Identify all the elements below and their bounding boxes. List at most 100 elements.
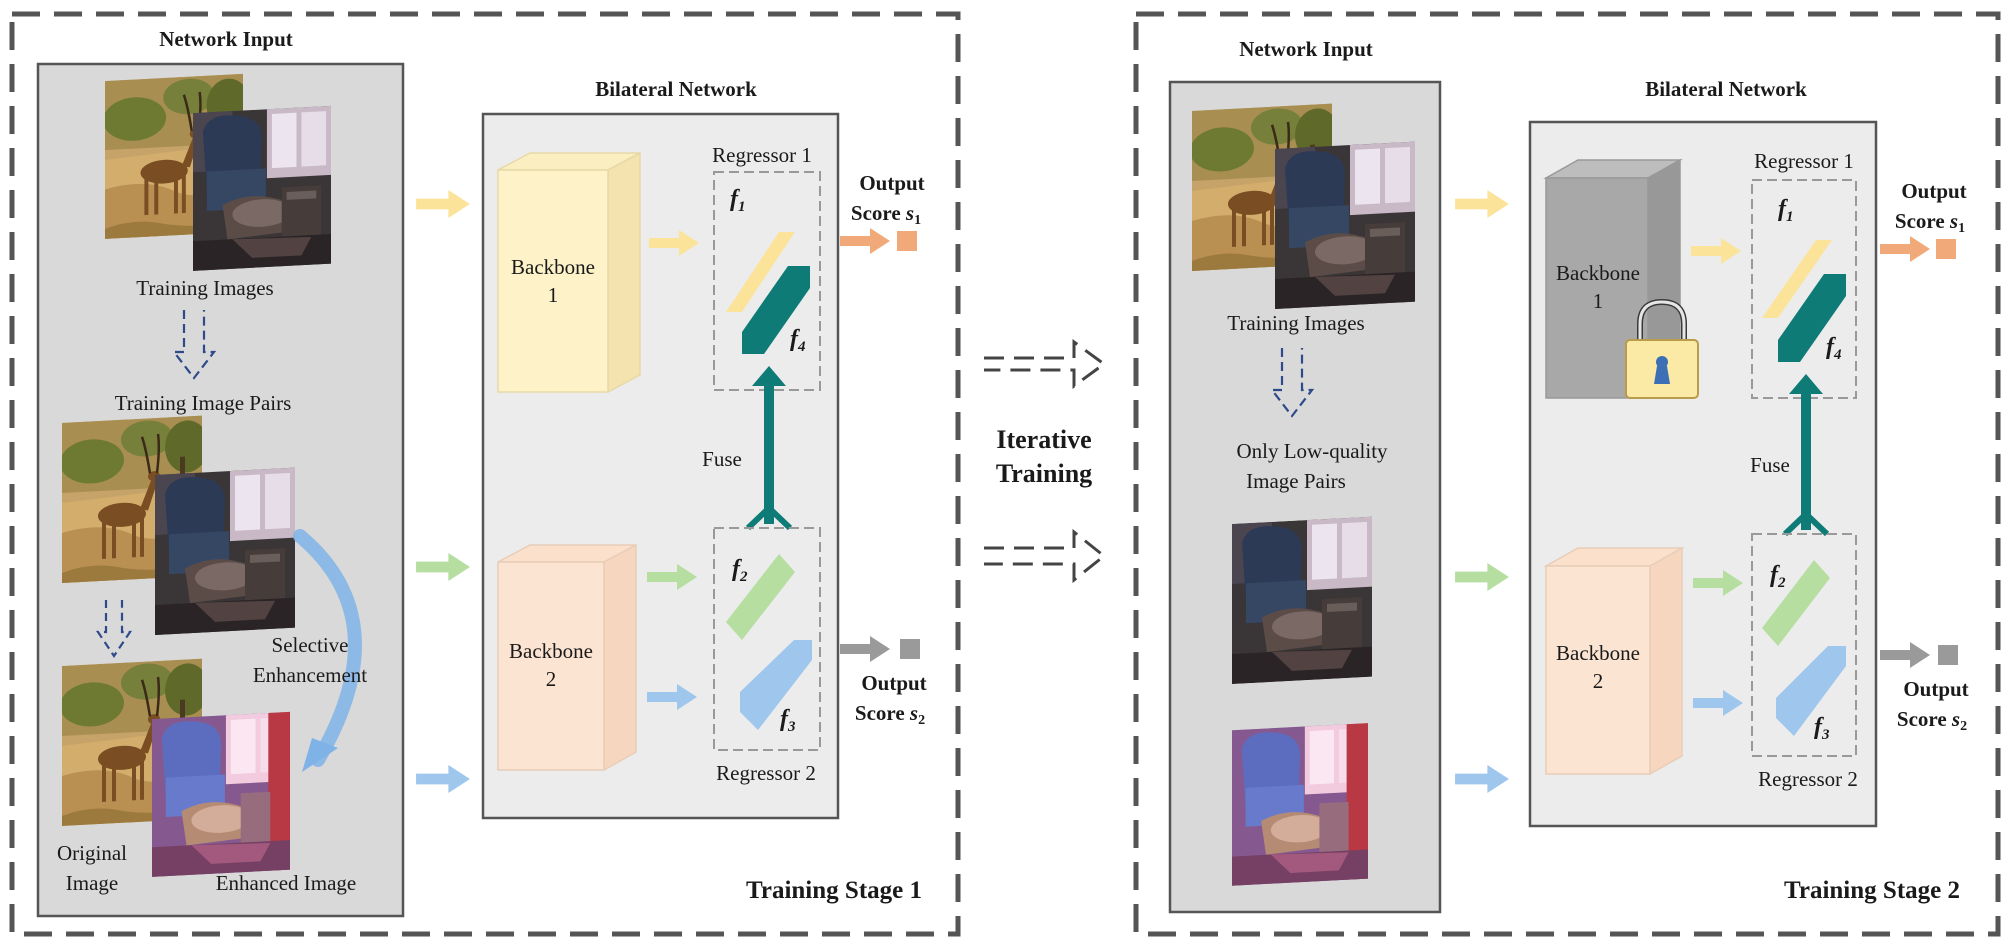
- stage2-training-images-label: Training Images: [1227, 311, 1364, 335]
- stage1-panel: Network Input Training Images Training I…: [9, 11, 961, 937]
- stage1-fuse-tail: [745, 503, 793, 531]
- stage1-title: Training Stage 1: [746, 877, 922, 904]
- stage1-f2-bar: [726, 554, 795, 640]
- stage1-f4-label: f4: [790, 326, 806, 355]
- stage1-backbone2-label-2: 2: [546, 667, 557, 691]
- stage1-training-images-label: Training Images: [136, 276, 273, 300]
- stage1-output1-label-1: Output: [859, 171, 924, 195]
- stage1-output2-square: [900, 639, 920, 659]
- stage1-regressor2-box: [713, 527, 821, 751]
- stage2-network-input-title: Network Input: [1239, 37, 1373, 61]
- stage2-input-arrow-green: [1455, 563, 1509, 591]
- stage2-output1-label-1: Output: [1901, 179, 1966, 203]
- stage1-f1-bar: [726, 232, 795, 312]
- lock-icon: [1625, 298, 1699, 399]
- stage2-bilateral-network-title: Bilateral Network: [1645, 77, 1807, 101]
- selective-enhancement-label-2: Enhancement: [253, 663, 367, 687]
- stage2-fuse-tail: [1782, 509, 1830, 537]
- stage1-output2-arrow: [840, 636, 890, 662]
- iterative-arrow-bottom: [984, 528, 1107, 584]
- stage2-dashed-border: [1133, 11, 2001, 937]
- stage1-down-arrow-1: [171, 310, 217, 380]
- stage2-panel: Network Input Training Images Only Low-q…: [1133, 11, 2001, 937]
- stage2-output2-square: [1938, 645, 1958, 665]
- stage2-fuse-shaft: [1801, 390, 1811, 530]
- stage1-training-image-pairs-label: Training Image Pairs: [115, 391, 292, 415]
- stage1-backbone1-label-2: 1: [548, 283, 559, 307]
- stage2-f4-label: f4: [1826, 334, 1842, 363]
- stage2-enhanced-image: [1232, 723, 1368, 886]
- stage1-fuse-label: Fuse: [702, 447, 742, 471]
- stage1-f1-label: f1: [730, 186, 746, 215]
- stage1-backbone-2: Backbone 2: [497, 543, 637, 772]
- stage2-output2-label-1: Output: [1903, 677, 1968, 701]
- stage1-fuse-shaft: [764, 382, 774, 524]
- iterative-training: Iterative Training: [984, 339, 1107, 584]
- stage1-input-arrow-green: [416, 553, 470, 581]
- stage2-f1-label: f1: [1778, 196, 1794, 225]
- stage2-title: Training Stage 2: [1784, 877, 1960, 904]
- stage1-regressor2-label: Regressor 2: [716, 761, 816, 785]
- stage2-f3-bar: [1776, 646, 1846, 736]
- stage1-f3-label: f3: [780, 706, 796, 735]
- stage1-pair-image-room: [155, 467, 295, 635]
- stage2-backbone1-label-2: 1: [1593, 289, 1604, 313]
- stage2-f4-bar: [1778, 274, 1846, 362]
- stage2-fuse-arrowhead: [1789, 374, 1823, 394]
- stage2-regressor2-label: Regressor 2: [1758, 767, 1858, 791]
- stage1-dashed-border: [9, 11, 961, 937]
- iterative-training-label-2: Training: [996, 459, 1092, 488]
- stage2-f2-label: f2: [1770, 562, 1786, 591]
- stage1-backbone2-label-1: Backbone: [509, 639, 593, 663]
- iterative-training-label-1: Iterative: [996, 425, 1091, 454]
- stage1-f4-bar: [742, 266, 810, 354]
- original-image-label-2: Image: [66, 871, 118, 895]
- stage2-regressor1-label: Regressor 1: [1754, 149, 1854, 173]
- stage2-input-arrow-yellow: [1455, 190, 1509, 218]
- stage2-backbone-1: Backbone 1: [1543, 158, 1699, 400]
- stage2-backbone2-label-2: 2: [1593, 669, 1604, 693]
- stage2-f2-bar: [1762, 560, 1830, 646]
- original-image-label-1: Original: [57, 841, 127, 865]
- stage2-regressor2-box: [1751, 533, 1857, 757]
- stage2-f1-bar: [1762, 240, 1832, 318]
- stage1-input-arrow-yellow: [416, 190, 470, 218]
- stage1-output1-square: [897, 231, 917, 251]
- stage2-fuse-label: Fuse: [1750, 453, 1790, 477]
- stage1-bilateral-network-title: Bilateral Network: [595, 77, 757, 101]
- stage2-backbone-2: Backbone 2: [1543, 546, 1685, 776]
- stage2-backbone1-label-1: Backbone: [1556, 261, 1640, 285]
- stage2-low-quality-image: [1232, 516, 1372, 684]
- stage1-output1-arrow: [840, 228, 890, 254]
- iterative-arrow-top: [984, 339, 1107, 389]
- stage1-down-arrow-2: [95, 600, 133, 658]
- stage2-backbone2-label-1: Backbone: [1556, 641, 1640, 665]
- stage1-network-input-title: Network Input: [159, 27, 293, 51]
- stage2-output1-arrow: [1880, 236, 1930, 262]
- stage2-f3-label: f3: [1814, 714, 1830, 743]
- stage1-output1-label-2: Score s1: [851, 201, 921, 228]
- stage1-output2-label-2: Score s2: [855, 701, 925, 728]
- stage2-input-arrow-blue: [1455, 765, 1509, 793]
- stage2-training-image-room: [1275, 141, 1415, 309]
- stage2-output2-label-2: Score s2: [1897, 707, 1967, 734]
- stage1-fuse-arrowhead: [752, 366, 786, 386]
- stage1-input-arrow-blue: [416, 765, 470, 793]
- stage2-output1-square: [1936, 239, 1956, 259]
- stage1-backbone1-label-1: Backbone: [511, 255, 595, 279]
- stage2-output2-arrow: [1880, 642, 1930, 668]
- stage1-backbone-1: Backbone 1: [497, 151, 641, 394]
- selective-enhancement-label-1: Selective: [272, 633, 349, 657]
- stage2-regressor1-box: [1751, 179, 1857, 399]
- selective-enhancement-curve-arrow: [293, 529, 362, 767]
- stage2-down-arrow: [1269, 348, 1315, 418]
- stage2-output1-label-2: Score s1: [1895, 209, 1965, 236]
- stage1-f3-bar: [740, 640, 812, 730]
- stage1-training-image-room: [193, 105, 331, 271]
- stage2-low-quality-label-1: Only Low-quality: [1236, 439, 1388, 463]
- enhanced-image-label: Enhanced Image: [216, 871, 357, 895]
- stage1-regressor1-label: Regressor 1: [712, 143, 812, 167]
- stage1-f2-label: f2: [732, 556, 748, 585]
- stage2-low-quality-label-2: Image Pairs: [1246, 469, 1346, 493]
